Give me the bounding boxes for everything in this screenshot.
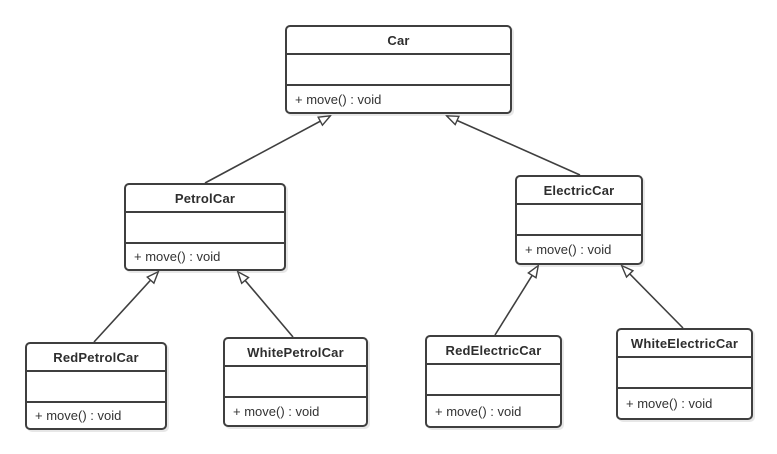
- class-box-electriccar[interactable]: ElectricCar + move() : void: [515, 175, 643, 265]
- class-name: ElectricCar: [517, 177, 641, 205]
- edge-redelectriccar-to-electriccar: [494, 266, 538, 336]
- edge-petrolcar-to-car: [204, 116, 330, 184]
- class-method: + move() : void: [626, 396, 713, 411]
- class-attributes: [225, 367, 366, 398]
- class-name: RedPetrolCar: [27, 344, 165, 372]
- class-box-whiteelectriccar[interactable]: WhiteElectricCar + move() : void: [616, 328, 753, 420]
- edge-whitepetrolcar-to-petrolcar: [238, 272, 294, 338]
- class-method: + move() : void: [295, 91, 382, 107]
- class-method: + move() : void: [233, 404, 320, 419]
- class-box-redelectriccar[interactable]: RedElectricCar + move() : void: [425, 335, 562, 428]
- class-attributes: [126, 213, 284, 244]
- class-box-redpetrolcar[interactable]: RedPetrolCar + move() : void: [25, 342, 167, 430]
- class-attributes: [27, 372, 165, 403]
- class-name: RedElectricCar: [427, 337, 560, 365]
- class-name: Car: [287, 27, 510, 55]
- class-attributes: [517, 205, 641, 236]
- class-name: PetrolCar: [126, 185, 284, 213]
- class-box-car[interactable]: Car + move() : void: [285, 25, 512, 114]
- edge-electriccar-to-car: [447, 116, 581, 176]
- edge-whiteelectriccar-to-electriccar: [622, 266, 684, 329]
- class-box-petrolcar[interactable]: PetrolCar + move() : void: [124, 183, 286, 271]
- class-name: WhiteElectricCar: [618, 330, 751, 358]
- class-method: + move() : void: [525, 242, 612, 257]
- class-name: WhitePetrolCar: [225, 339, 366, 367]
- class-box-whitepetrolcar[interactable]: WhitePetrolCar + move() : void: [223, 337, 368, 427]
- class-attributes: [427, 365, 560, 396]
- class-attributes: [287, 55, 510, 86]
- edge-redpetrolcar-to-petrolcar: [93, 272, 158, 343]
- class-method: + move() : void: [435, 403, 522, 419]
- class-method: + move() : void: [35, 408, 122, 423]
- class-method: + move() : void: [134, 249, 221, 264]
- class-attributes: [618, 358, 751, 389]
